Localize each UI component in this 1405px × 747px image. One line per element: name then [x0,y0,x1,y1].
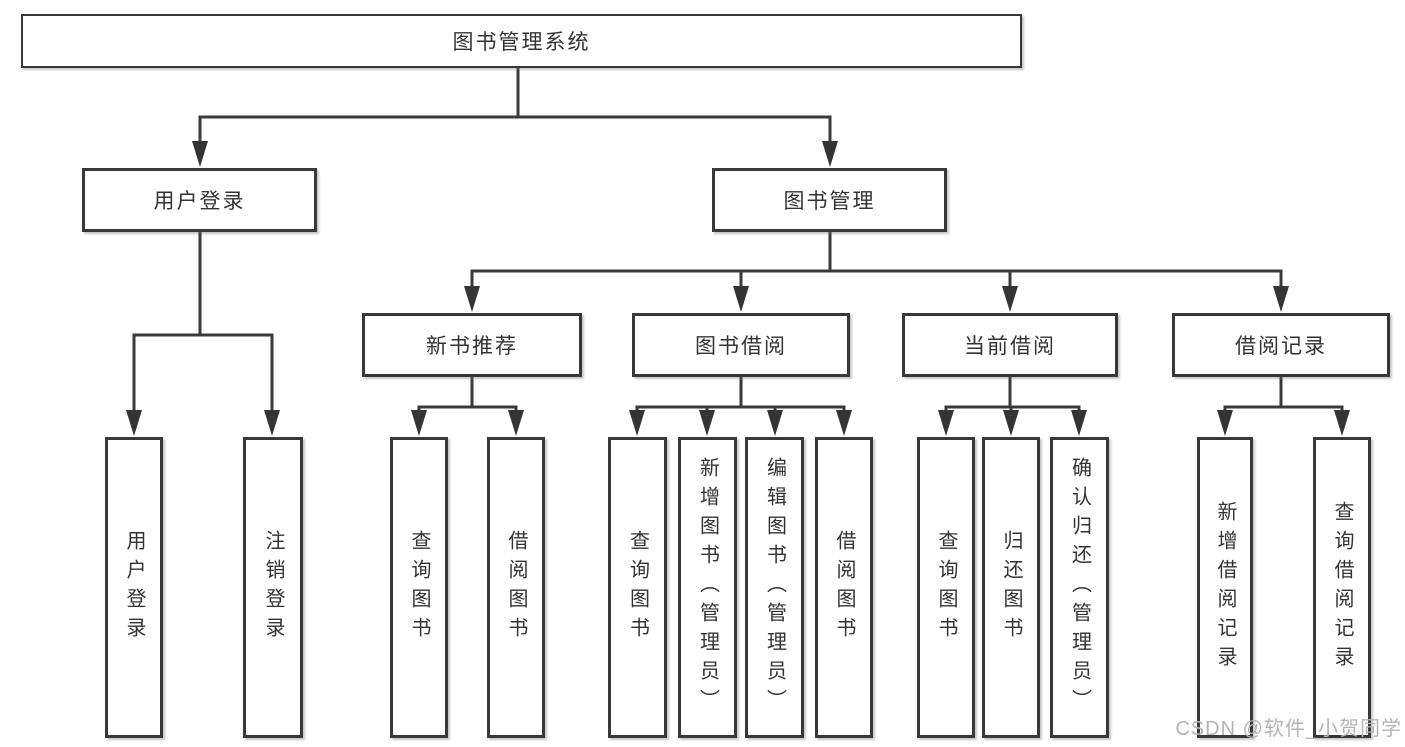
leaf-return-books: 归还图书 [982,437,1040,738]
leaf-label: 用户登录 [123,529,145,646]
arrowhead [1002,286,1018,312]
arrowhead [411,410,427,436]
arrowhead [1334,410,1350,436]
node-book-borrowing: 图书借阅 [632,313,850,377]
leaf-label: 查询图书 [626,529,649,646]
leaf-label: 新增借阅记录 [1214,500,1236,675]
arrowhead [822,141,838,167]
leaf-label: 查询借阅记录 [1331,500,1353,675]
node-book-management: 图书管理 [712,168,947,232]
leaf-label: 查询图书 [935,529,957,646]
leaf-user-login: 用户登录 [105,437,163,738]
leaf-label: 注销登录 [262,529,284,646]
leaf-label: 编辑图书（管理员） [763,457,786,718]
arrowhead [1071,410,1087,436]
leaf-label: 归还图书 [1000,529,1022,646]
leaf-label: 确认归还（管理员） [1068,457,1091,718]
leaf-recommend-borrow-books: 借阅图书 [487,437,545,738]
node-label: 借阅记录 [1235,335,1327,358]
leaf-label: 查询图书 [408,529,430,646]
leaf-label: 借阅图书 [505,529,527,646]
arrowhead [192,141,208,167]
leaf-edit-books-admin: 编辑图书（管理员） [745,437,804,738]
node-label: 图书借阅 [695,335,787,358]
arrowhead [1273,286,1289,312]
arrowhead [264,410,280,436]
leaf-current-query-books: 查询图书 [917,437,975,738]
arrowhead [699,410,715,436]
node-label: 图书管理 [783,190,876,213]
arrowhead [508,410,524,436]
node-label: 图书管理系统 [452,31,591,54]
leaf-add-books-admin: 新增图书（管理员） [678,437,737,738]
node-label: 新书推荐 [426,335,518,358]
leaf-add-borrow-record: 新增借阅记录 [1197,437,1253,738]
leaf-label: 借阅图书 [833,529,855,646]
arrowhead [464,286,480,312]
leaf-label: 新增图书（管理员） [696,457,719,718]
node-current-borrowing: 当前借阅 [902,313,1118,377]
arrowhead [938,410,954,436]
leaf-logout: 注销登录 [243,437,303,738]
csdn-watermark: CSDN @软件_小贺同学 [1175,718,1402,740]
arrowhead [1003,410,1019,436]
leaf-query-borrow-record: 查询借阅记录 [1313,437,1371,738]
node-borrowing-records: 借阅记录 [1172,313,1390,377]
node-new-book-recommend: 新书推荐 [362,313,582,377]
arrowhead [1217,410,1233,436]
arrowheads [126,141,1350,436]
arrowhead [126,410,142,436]
node-label: 用户登录 [153,190,246,213]
leaf-borrow-borrow-books: 借阅图书 [815,437,873,738]
arrowhead [629,410,645,436]
node-label: 当前借阅 [964,335,1056,358]
arrowhead [836,410,852,436]
arrowhead [767,410,783,436]
leaf-borrow-query-books: 查询图书 [608,437,667,738]
arrowhead [733,286,749,312]
node-user-login: 用户登录 [82,168,317,232]
node-library-system: 图书管理系统 [21,14,1022,68]
leaf-recommend-query-books: 查询图书 [390,437,448,738]
leaf-confirm-return-admin: 确认归还（管理员） [1050,437,1109,738]
